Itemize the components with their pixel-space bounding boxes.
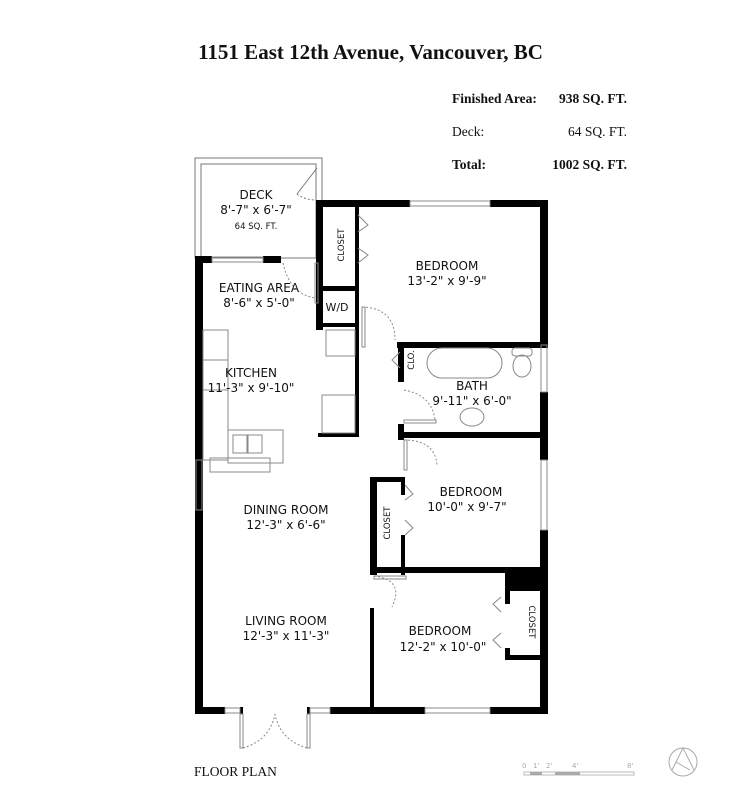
bedroom2-size: 10'-0" x 9'-7" [427, 500, 506, 514]
bedroom2-name: BEDROOM [440, 485, 503, 499]
room-labels: DECK 8'-7" x 6'-7" 64 SQ. FT. BEDROOM 13… [208, 188, 536, 654]
doors-and-fixtures [202, 214, 533, 749]
dining-room-size: 12'-3" x 6'-6" [246, 518, 325, 532]
closet3-label: CLOSET [526, 605, 536, 639]
deck-name: DECK [239, 188, 273, 202]
deck-area-label: Deck: [452, 124, 485, 139]
scale-0: 0 [522, 762, 526, 770]
living-room-name: LIVING ROOM [245, 614, 327, 628]
washer-dryer-label: W/D [325, 301, 348, 314]
dining-room-name: DINING ROOM [244, 503, 329, 517]
floor-plan-label: FLOOR PLAN [194, 764, 277, 779]
scale-8: 8' [627, 762, 633, 770]
finished-area-label: Finished Area: [452, 91, 537, 106]
deck-area: 64 SQ. FT. [235, 222, 278, 232]
deck-size: 8'-7" x 6'-7" [220, 203, 292, 217]
bedroom1-size: 13'-2" x 9'-9" [407, 274, 486, 288]
deck-area-value: 64 SQ. FT. [567, 124, 627, 139]
closet2-label: CLOSET [383, 506, 393, 540]
scale-2: 2' [546, 762, 552, 770]
bath-size: 9'-11" x 6'-0" [432, 394, 511, 408]
bedroom3-size: 12'-2" x 10'-0" [400, 640, 487, 654]
finished-area-value: 938 SQ. FT. [558, 91, 627, 106]
scale-bar: 0 1' 2' 4' 8' [522, 762, 635, 776]
total-area-value: 1002 SQ. FT. [552, 157, 627, 172]
closet1-label: CLOSET [337, 228, 347, 262]
bath-closet-label: CLO. [407, 350, 417, 369]
north-arrow-icon [668, 746, 698, 777]
living-room-size: 12'-3" x 11'-3" [243, 629, 330, 643]
total-area-label: Total: [452, 157, 487, 172]
kitchen-size: 11'-3" x 9'-10" [208, 381, 295, 395]
windows [195, 200, 548, 714]
kitchen-name: KITCHEN [225, 366, 277, 380]
plan-title: 1151 East 12th Avenue, Vancouver, BC [198, 40, 543, 64]
eating-area-name: EATING AREA [219, 281, 300, 295]
scale-4: 4' [572, 762, 578, 770]
eating-area-size: 8'-6" x 5'-0" [223, 296, 295, 310]
bath-name: BATH [456, 379, 488, 393]
bedroom3-name: BEDROOM [409, 624, 472, 638]
bedroom1-name: BEDROOM [416, 259, 479, 273]
scale-1: 1' [533, 762, 539, 770]
walls [195, 200, 548, 714]
